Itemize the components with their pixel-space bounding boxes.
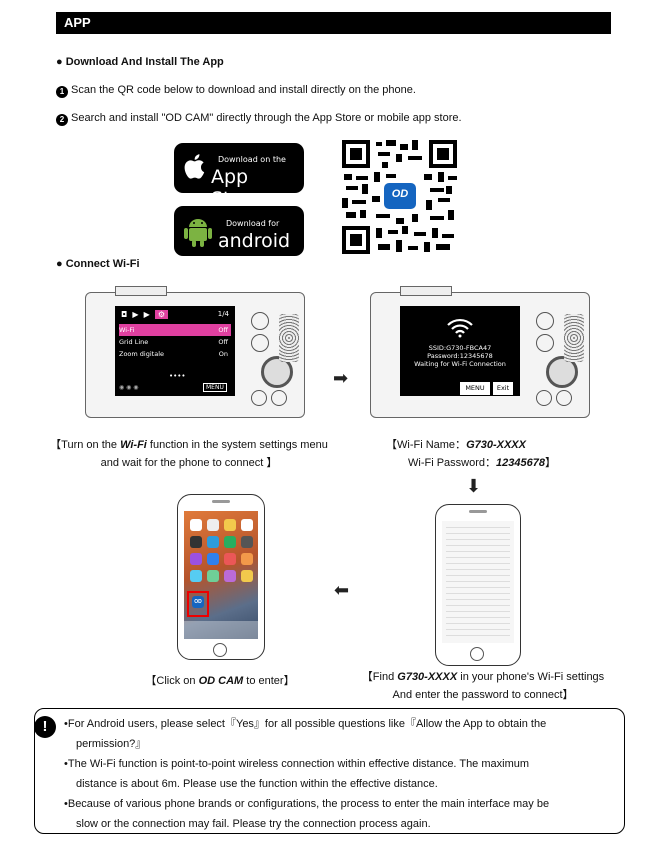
caption-wifi-credentials: 【Wi-Fi Name：G730-XXXX Wi-Fi Password：123… bbox=[362, 436, 602, 472]
app-store-badge[interactable]: Download on the App Store bbox=[174, 143, 304, 210]
android-small-text: Download for bbox=[226, 219, 280, 228]
android-badge[interactable]: Download for android bbox=[174, 206, 304, 256]
phone-wifi-list bbox=[442, 521, 514, 643]
od-cam-app-highlight[interactable]: OD bbox=[187, 591, 209, 617]
caption-bold: Wi-Fi bbox=[120, 439, 147, 451]
step-2-text: Search and install "OD CAM" directly thr… bbox=[71, 112, 462, 124]
caption-turn-on-wifi: 【Turn on the Wi-Fi function in the syste… bbox=[34, 436, 344, 472]
note-line: •Because of various phone brands or conf… bbox=[64, 798, 550, 810]
note-line: •For Android users, please select『Yes』fo… bbox=[64, 718, 547, 730]
qr-code-image bbox=[342, 140, 457, 254]
menu-footer-button: MENU bbox=[203, 383, 227, 392]
caption-text: 【Turn on the bbox=[50, 439, 121, 451]
caption-text: function in the system settings menu bbox=[146, 439, 328, 451]
download-title: Download And Install The App bbox=[65, 56, 224, 68]
caption-text: to enter】 bbox=[243, 675, 295, 687]
note-line: distance is about 6m. Please use the fun… bbox=[76, 778, 438, 790]
section-header: APP bbox=[56, 12, 611, 34]
wifi-menu-button[interactable]: MENU bbox=[460, 382, 490, 395]
wifi-heading: ● Connect Wi-Fi bbox=[56, 258, 140, 270]
caption-text: 【Wi-Fi Name： bbox=[386, 439, 467, 451]
step-number-2: 2 bbox=[56, 114, 68, 126]
menu-tab-icons: ◘ ▶ ▶ ⚙ bbox=[121, 310, 169, 319]
camera-wifi-screen: SSID:G730-FBCA47 Password:12345678 Waiti… bbox=[400, 306, 520, 396]
caption-find-wifi: 【Find G730-XXXX in your phone's Wi-Fi se… bbox=[338, 668, 628, 704]
wifi-ssid: SSID:G730-FBCA47 bbox=[428, 344, 492, 352]
caption-bold: G730-XXXX bbox=[466, 439, 526, 451]
caption-text: and wait for the phone to connect 】 bbox=[100, 457, 278, 469]
caption-click-od-cam: 【Click on OD CAM to enter】 bbox=[110, 672, 330, 690]
arrow-down-icon: ⬇ bbox=[466, 476, 482, 496]
caption-bold: G730-XXXX bbox=[397, 671, 458, 683]
wifi-exit-button[interactable]: Exit bbox=[493, 382, 513, 395]
download-heading: ● Download And Install The App bbox=[56, 56, 224, 68]
arrow-left-icon: ⬅ bbox=[334, 580, 350, 600]
caption-text: 【Click on bbox=[145, 675, 199, 687]
menu-footer-icons: ◉ ◉ ◉ bbox=[119, 384, 139, 391]
wifi-waiting: Waiting for Wi-Fi Connection bbox=[414, 360, 506, 368]
caption-text: 【Find bbox=[361, 671, 398, 683]
home-button bbox=[470, 647, 484, 661]
menu-row-label: Zoom digitale bbox=[119, 350, 165, 358]
menu-row-value: Off bbox=[218, 338, 228, 346]
menu-row-label: Grid Line bbox=[119, 338, 149, 346]
warning-icon: ! bbox=[34, 716, 56, 738]
caption-bold: OD CAM bbox=[198, 675, 244, 687]
od-cam-app-icon: OD bbox=[192, 596, 204, 608]
caption-text: 】 bbox=[544, 457, 556, 469]
menu-row-grid[interactable]: Grid Line Off bbox=[119, 336, 231, 348]
caption-text: in your phone's Wi-Fi settings bbox=[457, 671, 605, 683]
notes-box bbox=[34, 708, 625, 834]
note-line: •The Wi-Fi function is point-to-point wi… bbox=[64, 758, 530, 770]
menu-page-indicator: 1/4 bbox=[217, 310, 229, 318]
phone-wifi-settings-illustration bbox=[435, 504, 521, 666]
camera-wifi-illustration: SSID:G730-FBCA47 Password:12345678 Waiti… bbox=[370, 286, 590, 418]
menu-row-zoom[interactable]: Zoom digitale On bbox=[119, 348, 231, 360]
menu-row-value: Off bbox=[218, 326, 228, 334]
note-line: slow or the connection may fail. Please … bbox=[76, 818, 431, 830]
step-1-text: Scan the QR code below to download and i… bbox=[71, 84, 416, 96]
phone-home-screen: OD bbox=[184, 511, 258, 639]
caption-text: And enter the password to connect】 bbox=[392, 689, 574, 701]
wifi-icon bbox=[447, 318, 473, 338]
app-icon-grid bbox=[190, 519, 254, 582]
step-number-1: 1 bbox=[56, 86, 68, 98]
note-line: permission?』 bbox=[76, 738, 147, 750]
home-button bbox=[213, 643, 227, 657]
wifi-password: Password:12345678 bbox=[427, 352, 493, 360]
caption-text: Wi-Fi Password： bbox=[408, 457, 497, 469]
appstore-small-text: Download on the bbox=[218, 155, 286, 164]
menu-row-wifi[interactable]: Wi-Fi Off bbox=[119, 324, 231, 336]
qr-code[interactable]: OD bbox=[342, 140, 457, 254]
phone-home-illustration: OD bbox=[177, 494, 265, 660]
appstore-big-text: App Store bbox=[211, 166, 262, 210]
arrow-right-icon: ➡ bbox=[333, 368, 349, 388]
section-title: APP bbox=[64, 15, 91, 30]
android-big-text: android bbox=[218, 230, 291, 252]
qr-logo-text: OD bbox=[391, 188, 409, 200]
notes-text: •For Android users, please select『Yes』fo… bbox=[64, 714, 619, 834]
page-dots: •••• bbox=[169, 372, 186, 380]
apple-icon bbox=[184, 154, 205, 179]
menu-row-label: Wi-Fi bbox=[119, 326, 135, 334]
wifi-title: Connect Wi-Fi bbox=[65, 258, 140, 270]
caption-bold: 12345678 bbox=[496, 457, 545, 469]
android-icon bbox=[184, 219, 212, 247]
menu-row-value: On bbox=[218, 350, 228, 358]
